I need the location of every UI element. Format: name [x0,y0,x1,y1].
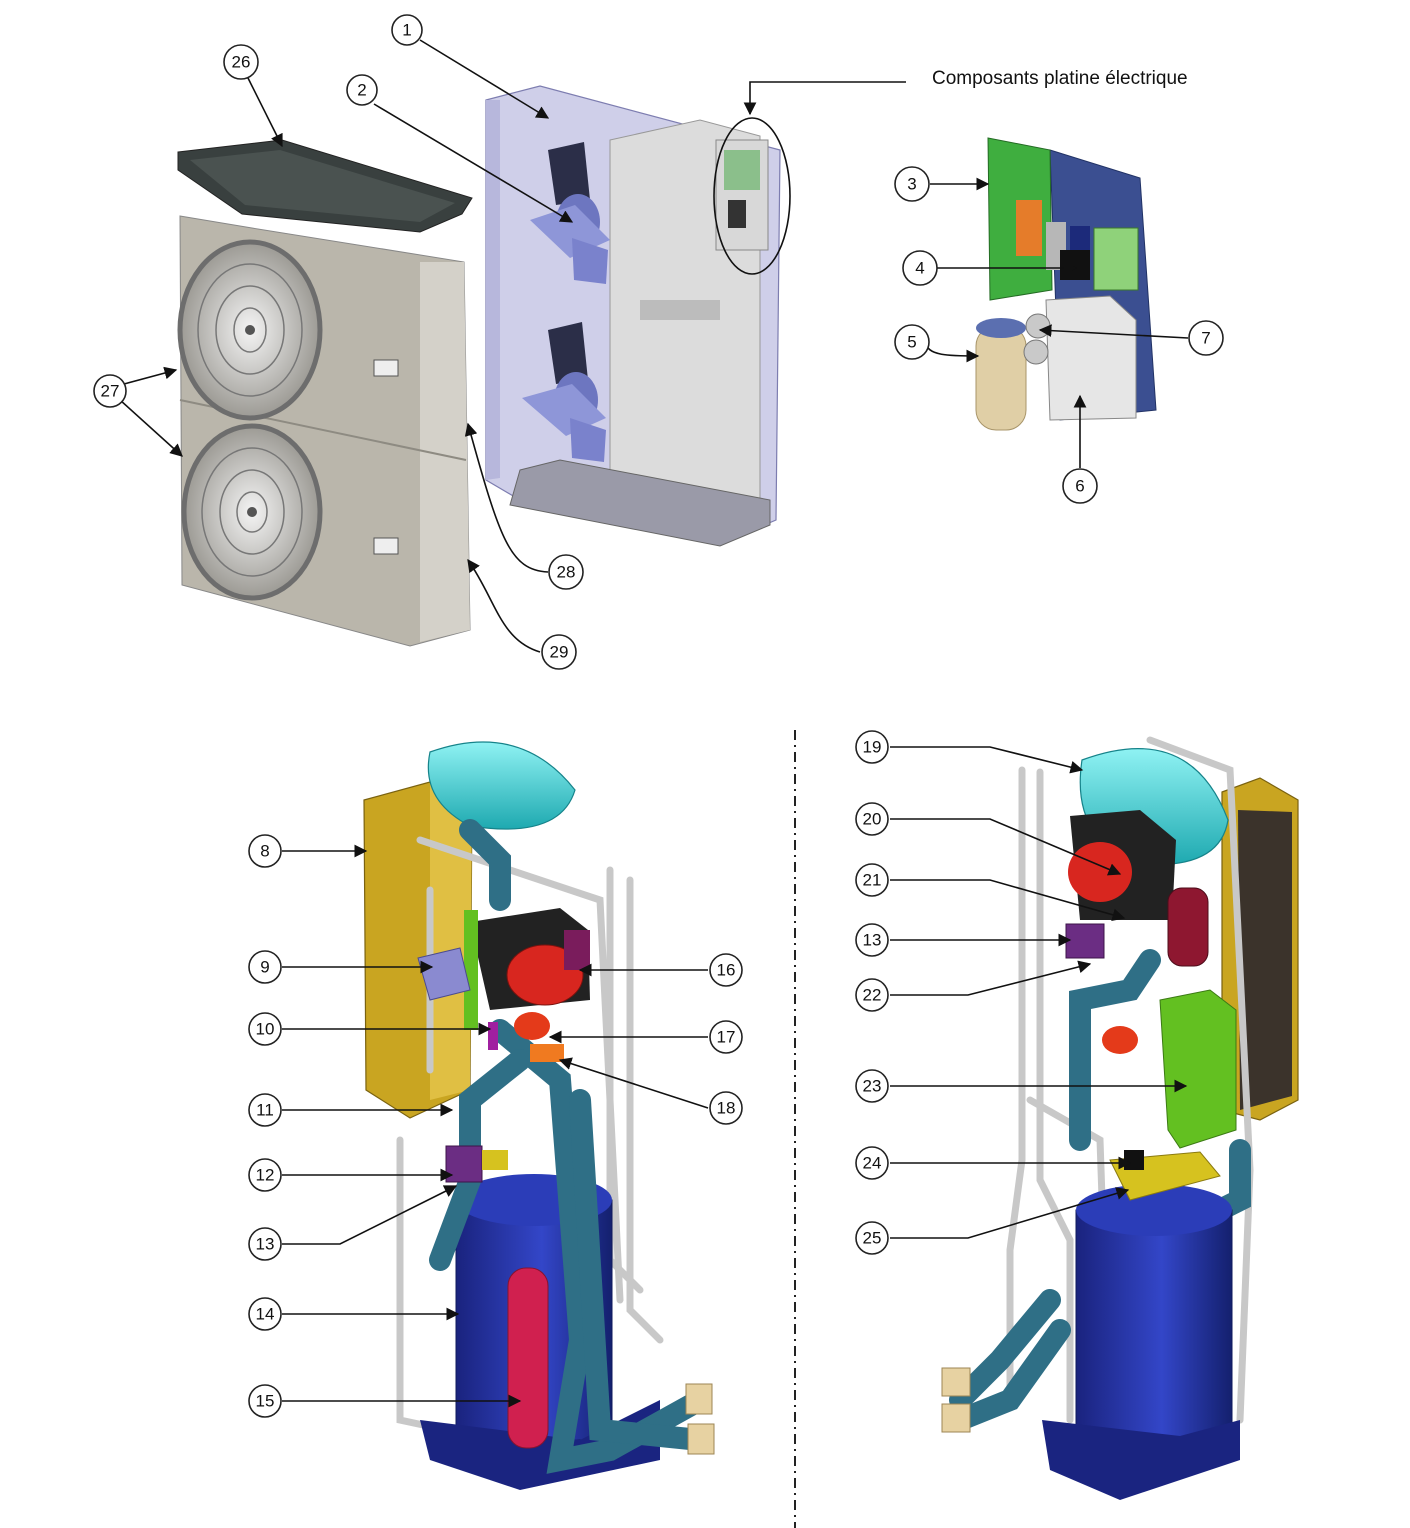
capacitor [975,325,1027,431]
svg-text:21: 21 [863,871,882,890]
callout-5: 5 [894,324,930,360]
callout-2: 2 [346,74,378,106]
callout-28: 28 [548,554,584,590]
svg-text:24: 24 [863,1154,882,1173]
callout-25: 25 [855,1221,889,1255]
svg-text:22: 22 [863,986,882,1005]
svg-text:13: 13 [256,1235,275,1254]
fan-motor-upper [530,142,610,284]
callout-18: 18 [709,1091,743,1125]
callout-23: 23 [855,1069,889,1103]
svg-text:8: 8 [260,842,269,861]
callout-14: 14 [248,1297,282,1331]
svg-text:11: 11 [256,1101,274,1120]
leader-lines [119,39,1189,1408]
callout-26: 26 [223,44,259,80]
svg-text:18: 18 [717,1099,736,1118]
callout-29: 29 [541,634,577,670]
callout-24: 24 [855,1146,889,1180]
electrical-area-highlight [713,117,791,275]
callout-4: 4 [902,250,938,286]
svg-text:9: 9 [260,958,269,977]
fan-grille-lower [181,423,323,601]
svg-text:27: 27 [101,382,120,401]
callouts: 1 2 3 4 5 6 7 8 9 10 11 12 13 14 15 16 1… [93,14,1224,1418]
svg-text:26: 26 [232,53,251,72]
svg-text:5: 5 [907,333,916,352]
svg-text:12: 12 [256,1166,275,1185]
callout-1: 1 [391,14,423,46]
outer-casing-panels [177,139,473,647]
callout-15: 15 [248,1384,282,1418]
fan-grille-upper [177,239,323,421]
callout-16: 16 [709,953,743,987]
svg-text:3: 3 [907,175,916,194]
callout-27: 27 [93,374,127,408]
electrical-components-title: Composants platine électrique [932,68,1188,89]
callout-6: 6 [1062,468,1098,504]
callout-10: 10 [248,1012,282,1046]
callout-7: 7 [1188,320,1224,356]
callout-8: 8 [248,834,282,868]
svg-text:7: 7 [1201,329,1210,348]
electrical-plate [975,137,1157,431]
svg-text:4: 4 [915,259,924,278]
inner-frame [485,85,791,547]
svg-text:10: 10 [256,1020,275,1039]
svg-text:28: 28 [557,563,576,582]
callout-20: 20 [855,802,889,836]
svg-text:17: 17 [717,1028,736,1047]
svg-text:16: 16 [717,961,736,980]
compressor-right [1042,1184,1240,1500]
callout-21: 21 [855,863,889,897]
callout-13-right: 13 [855,923,889,957]
svg-text:1: 1 [402,21,411,40]
svg-text:23: 23 [863,1077,882,1096]
svg-text:19: 19 [863,738,882,757]
hydraulic-assembly-right [941,736,1299,1500]
svg-text:6: 6 [1075,477,1084,496]
callout-3: 3 [894,166,930,202]
svg-text:15: 15 [256,1392,275,1411]
callout-12: 12 [248,1158,282,1192]
svg-text:2: 2 [357,81,366,100]
callout-13-left: 13 [248,1227,282,1261]
svg-text:29: 29 [550,643,569,662]
fan-motor-lower [522,322,606,462]
callout-9: 9 [248,950,282,984]
callout-19: 19 [855,730,889,764]
svg-text:13: 13 [863,931,882,950]
callout-17: 17 [709,1020,743,1054]
callout-22: 22 [855,978,889,1012]
accumulator-left [507,1267,549,1449]
svg-text:20: 20 [863,810,882,829]
circulation-pump [470,908,590,1010]
svg-text:25: 25 [863,1229,882,1248]
hydraulic-assembly-left [363,741,715,1490]
callout-11: 11 [248,1093,282,1127]
svg-text:14: 14 [256,1305,275,1324]
